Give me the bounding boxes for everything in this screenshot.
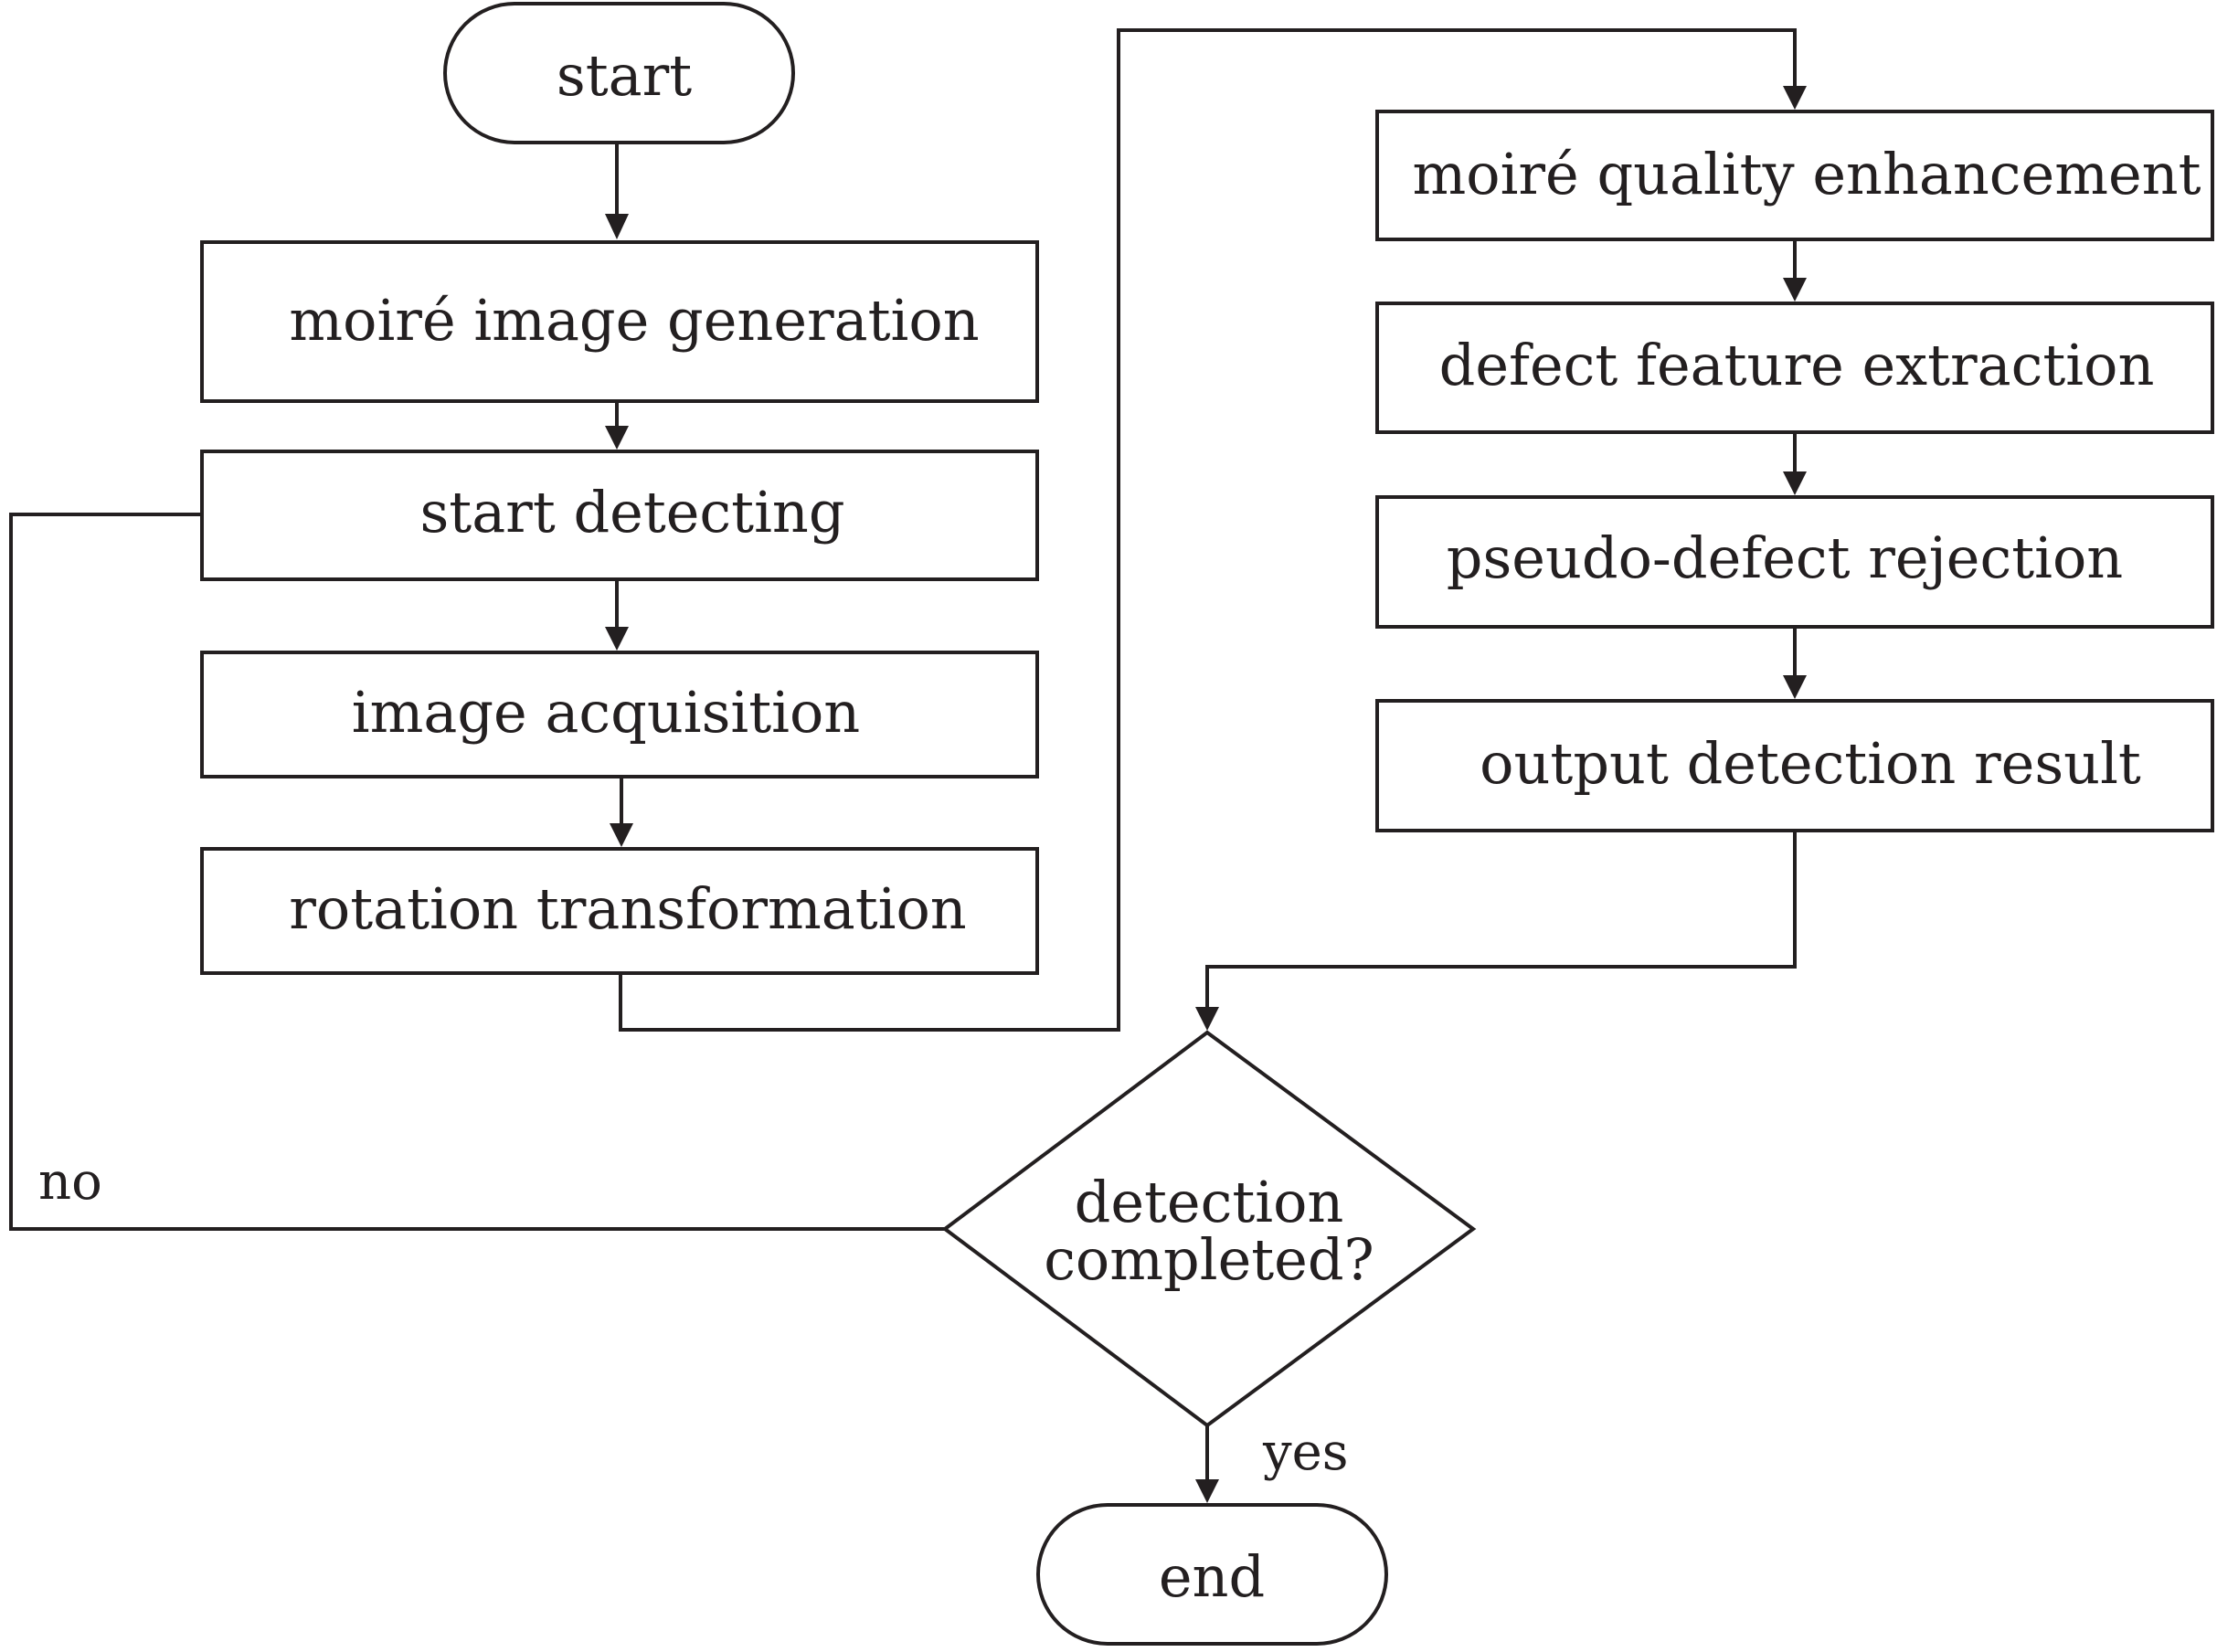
node-defect-feature-extraction: defect feature extraction bbox=[1375, 302, 2214, 434]
end-terminal bbox=[1036, 1503, 1388, 1646]
arrowhead-enhancement bbox=[1783, 86, 1807, 110]
branch-label-no: no bbox=[38, 1152, 102, 1212]
arrowhead-decision bbox=[1195, 1007, 1219, 1031]
arrowhead-extraction bbox=[1783, 278, 1807, 302]
output-detection-result-box bbox=[1375, 699, 2214, 832]
end-label: end bbox=[1159, 1543, 1265, 1610]
start-detecting-label: start detecting bbox=[419, 479, 844, 545]
decision-diamond bbox=[941, 1030, 1477, 1428]
node-moire-quality-enhancement: moiré quality enhancement bbox=[1375, 110, 2214, 241]
arrowhead-output bbox=[1783, 675, 1807, 699]
node-start: start bbox=[443, 2, 795, 144]
connectors bbox=[9, 28, 1807, 1503]
arrowhead-end bbox=[1195, 1479, 1219, 1503]
rotation-transformation-label: rotation transformation bbox=[289, 875, 967, 942]
node-decision: detection completed? bbox=[941, 1030, 1477, 1428]
pseudo-defect-rejection-label: pseudo-defect rejection bbox=[1447, 524, 2123, 591]
node-rotation-transformation: rotation transformation bbox=[200, 847, 1039, 975]
start-detecting-box bbox=[200, 450, 1039, 581]
node-moire-image-generation: moiré image generation bbox=[200, 240, 1039, 403]
moire-image-generation-box bbox=[200, 240, 1039, 403]
rotation-transformation-box bbox=[200, 847, 1039, 975]
node-image-acquisition: image acquisition bbox=[200, 651, 1039, 778]
moire-quality-enhancement-label: moiré quality enhancement bbox=[1412, 141, 2201, 207]
arrowhead-detecting bbox=[605, 426, 629, 450]
edge-decision-no-loop bbox=[9, 513, 945, 1231]
image-acquisition-box bbox=[200, 651, 1039, 778]
node-end: end bbox=[1036, 1503, 1388, 1646]
defect-feature-extraction-box bbox=[1375, 302, 2214, 434]
edge-output-to-decision bbox=[1205, 831, 1797, 1012]
edge-rotation-to-enhancement bbox=[619, 28, 1797, 1032]
arrowhead-rotation bbox=[610, 823, 633, 847]
defect-feature-extraction-label: defect feature extraction bbox=[1439, 332, 2155, 398]
decision-label-line1: detection bbox=[1075, 1169, 1344, 1235]
output-detection-result-label: output detection result bbox=[1480, 730, 2141, 797]
start-label: start bbox=[557, 42, 692, 109]
node-output-detection-result: output detection result bbox=[1375, 699, 2214, 832]
decision-label-line2: completed? bbox=[1044, 1226, 1374, 1293]
branch-label-yes: yes bbox=[1262, 1423, 1349, 1482]
arrowhead-generation bbox=[605, 214, 629, 239]
start-terminal bbox=[443, 2, 795, 144]
image-acquisition-label: image acquisition bbox=[352, 679, 860, 746]
pseudo-defect-rejection-box bbox=[1375, 495, 2214, 629]
arrowhead-acquisition bbox=[605, 627, 629, 651]
node-start-detecting: start detecting bbox=[200, 450, 1039, 581]
node-pseudo-defect-rejection: pseudo-defect rejection bbox=[1375, 495, 2214, 629]
moire-image-generation-label: moiré image generation bbox=[289, 287, 979, 354]
moire-quality-enhancement-box bbox=[1375, 110, 2214, 241]
arrowhead-rejection bbox=[1783, 471, 1807, 495]
